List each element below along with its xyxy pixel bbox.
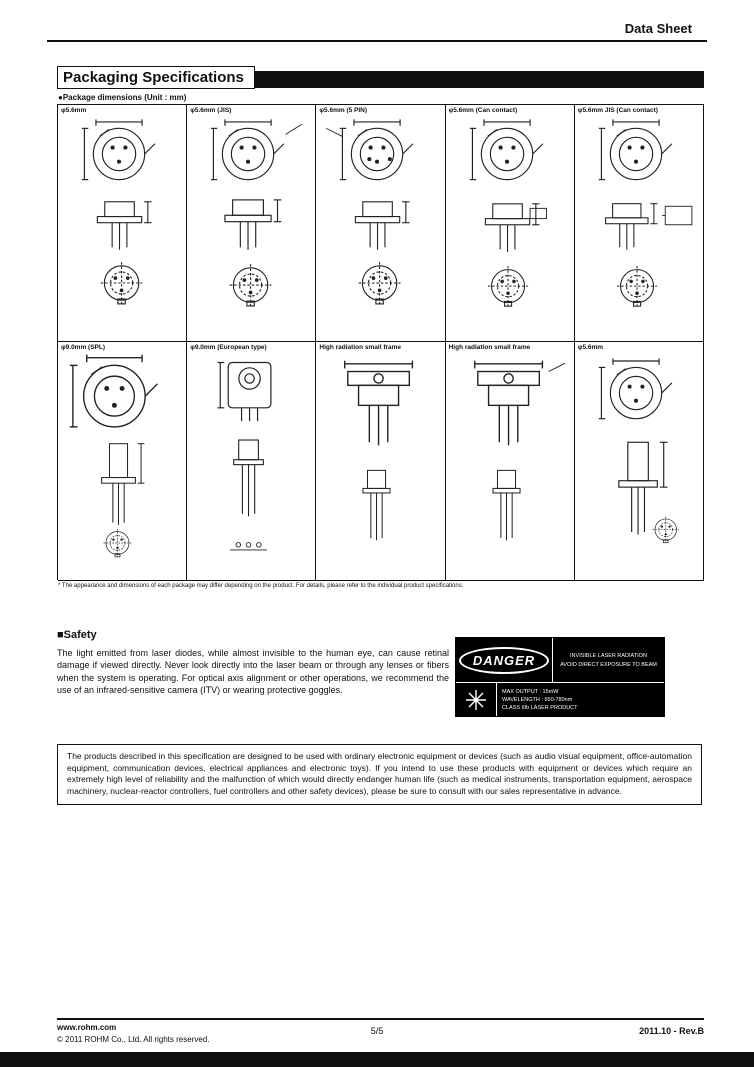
package-drawing	[468, 118, 547, 307]
warning-line: AVOID DIRECT EXPOSURE TO BEAM	[560, 661, 657, 668]
warning-line: WAVELENGTH : 650-780nm	[502, 696, 573, 703]
warning-label-bottom: MAX OUTPUT : 15mW WAVELENGTH : 650-780nm…	[456, 683, 664, 716]
warning-line: INVISIBLE LASER RADIATION	[570, 652, 647, 659]
laser-starburst-icon	[456, 683, 497, 716]
package-drawing	[217, 361, 272, 551]
grid-footnote: * The appearance and dimensions of each …	[58, 583, 464, 589]
unit-note: ●Package dimensions (Unit : mm)	[58, 93, 187, 102]
safety-heading: ■Safety	[57, 629, 97, 641]
package-cell: High radiation small frame	[316, 342, 446, 581]
package-cell: High radiation small frame	[445, 342, 575, 581]
package-label: φ9.0mm (European type)	[190, 344, 267, 351]
package-label: φ5.6mm	[577, 344, 604, 351]
page-title: Packaging Specifications	[57, 66, 255, 89]
package-drawing	[81, 118, 156, 305]
package-cell: φ9.0mm (SPL)	[58, 342, 188, 581]
notice-box: The products described in this specifica…	[57, 744, 702, 805]
package-label: High radiation small frame	[319, 344, 402, 351]
footer-revision: 2011.10 - Rev.B	[639, 1026, 704, 1036]
package-cell: φ5.6mm (5 PIN)	[316, 105, 446, 342]
warning-line: CLASS IIIb LASER PRODUCT	[502, 704, 578, 711]
footer-rule	[57, 1018, 704, 1020]
package-drawing	[598, 118, 693, 307]
package-label: φ5.6mm (JIS)	[190, 107, 232, 114]
package-cell: φ5.6mm	[58, 105, 188, 342]
package-cell: φ5.6mm JIS (Can contact)	[574, 105, 704, 342]
danger-text: DANGER	[458, 646, 550, 674]
package-drawing	[326, 118, 414, 305]
package-label: φ5.6mm (Can contact)	[448, 107, 518, 114]
package-drawing	[69, 353, 159, 558]
bottom-edge-strip	[0, 1052, 754, 1067]
safety-paragraph: The light emitted from laser diodes, whi…	[57, 648, 449, 696]
package-label: φ5.6mm JIS (Can contact)	[577, 107, 658, 114]
package-drawing	[344, 360, 414, 541]
package-drawing	[598, 357, 679, 544]
package-drawing	[210, 118, 303, 307]
warning-lines-top: INVISIBLE LASER RADIATION AVOID DIRECT E…	[553, 638, 664, 682]
packages-grid: φ5.6mm φ5.6mm (JIS) φ5.6mm (5 PIN)	[57, 104, 704, 581]
warning-label-top: DANGER INVISIBLE LASER RADIATION AVOID D…	[456, 638, 664, 683]
package-label: φ5.6mm (5 PIN)	[319, 107, 368, 114]
footer-copyright: © 2011 ROHM Co., Ltd. All rights reserve…	[57, 1035, 210, 1044]
package-label: φ9.0mm (SPL)	[61, 344, 106, 351]
title-bar: Packaging Specifications	[57, 66, 704, 90]
package-cell: φ9.0mm (European type)	[187, 342, 317, 581]
warning-line: MAX OUTPUT : 15mW	[502, 688, 559, 695]
package-drawing	[473, 360, 565, 541]
header-rule	[47, 40, 707, 42]
package-label: High radiation small frame	[448, 344, 531, 351]
footer-page-number: 5/5	[370, 1026, 384, 1036]
package-label: φ5.6mm	[61, 107, 87, 114]
package-cell: φ5.6mm (JIS)	[187, 105, 317, 342]
footer-url: www.rohm.com	[57, 1023, 117, 1032]
warning-lines-bottom: MAX OUTPUT : 15mW WAVELENGTH : 650-780nm…	[497, 683, 664, 716]
package-cell: φ5.6mm (Can contact)	[445, 105, 575, 342]
laser-warning-label: DANGER INVISIBLE LASER RADIATION AVOID D…	[455, 637, 665, 717]
danger-oval-cell: DANGER	[456, 638, 553, 682]
package-cell: φ5.6mm	[574, 342, 704, 581]
doc-type-label: Data Sheet	[624, 21, 692, 36]
